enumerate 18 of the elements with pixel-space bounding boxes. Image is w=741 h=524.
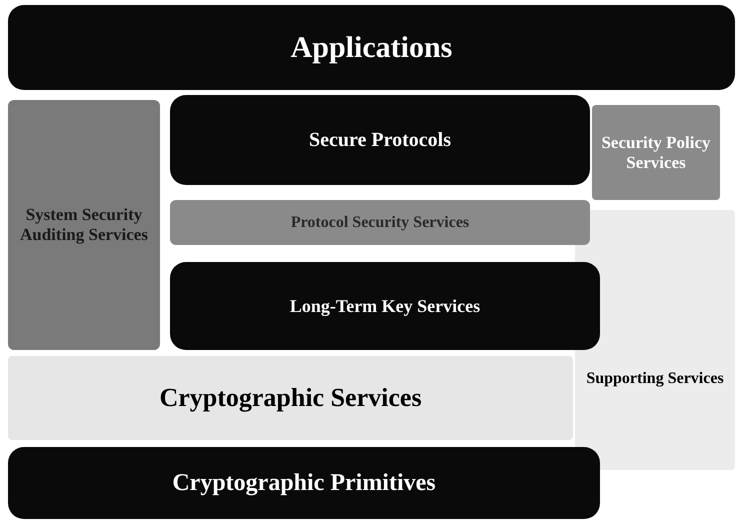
- side-panel: [8, 100, 160, 350]
- layer-band: [8, 5, 735, 90]
- layer-label: Secure Protocols: [308, 128, 451, 152]
- layer-label: Applications: [290, 30, 452, 64]
- layer-label: Security Policy Services: [600, 132, 712, 172]
- layer-label: Cryptographic Primitives: [172, 470, 436, 496]
- layer-band: [8, 356, 573, 440]
- layer-band: [170, 200, 590, 245]
- layer-label: System Security Auditing Services: [19, 205, 149, 245]
- layer-label: Long-Term Key Services: [290, 296, 480, 316]
- side-panel: [592, 105, 720, 200]
- layer-label: Cryptographic Services: [159, 383, 422, 413]
- layer-band: [170, 262, 600, 350]
- layer-label: Protocol Security Services: [290, 214, 470, 232]
- layer-band: [8, 447, 600, 519]
- layer-label: Supporting Services: [586, 370, 724, 388]
- layer-band: [170, 95, 590, 185]
- side-panel: [575, 210, 735, 470]
